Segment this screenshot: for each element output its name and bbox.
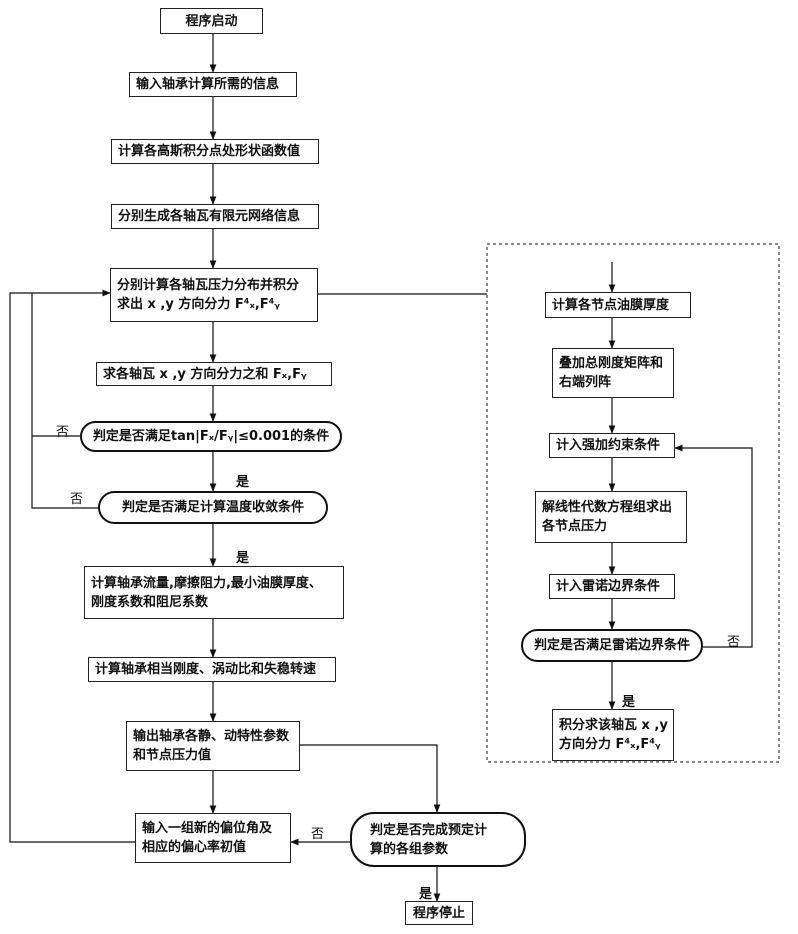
flow-calc-line2: 刚度系数和阻尼系数 (91, 594, 209, 610)
no-label-temp: 否 (70, 492, 84, 507)
sub-constraint-box: 计入强加约束条件 (549, 433, 675, 458)
stop-label: 程序停止 (412, 905, 465, 921)
pressure-line1: 分别计算各轴瓦压力分布并积分 (117, 278, 300, 293)
flow-calc-line1: 计算轴承流量,摩擦阻力,最小油膜厚度、 (91, 575, 322, 591)
judge-tan-node: 判定是否满足tan|Fₓ/Fᵧ|≤0.001的条件 (80, 421, 342, 452)
new-input-line2: 相应的偏心率初值 (142, 840, 247, 855)
no-label-reynolds: 否 (727, 635, 741, 650)
yes-label-done: 是 (419, 887, 433, 902)
sum-forces-box: 求各轴瓦 x ,y 方向分力之和 Fₓ,Fᵧ (96, 362, 332, 386)
shape-function-box: 计算各高斯积分点处形状函数值 (111, 139, 319, 164)
judge-done-line1: 判定是否完成预定计 (370, 822, 488, 838)
mesh-box: 分别生成各轴瓦有限元网络信息 (111, 204, 319, 229)
sub-integrate-box: 积分求该轴瓦 x ,y 方向分力 F⁴ₓ,F⁴ᵧ (552, 709, 674, 761)
sub-reynolds-label: 计入雷诺边界条件 (556, 579, 661, 594)
sub-judge-reynolds-label: 判定是否满足雷诺边界条件 (533, 638, 690, 653)
start-label: 程序启动 (185, 13, 238, 29)
sub-film-box: 计算各节点油膜厚度 (545, 292, 691, 318)
sub-solve-box: 解线性代数方程组求出 各节点压力 (535, 491, 687, 543)
pressure-distribution-box: 分别计算各轴瓦压力分布并积分 求出 x ,y 方向分力 F⁴ₓ,F⁴ᵧ (110, 268, 318, 322)
yes-label-temp: 是 (236, 551, 250, 566)
output-line1: 输出轴承各静、动特性参数 (133, 729, 290, 744)
subroutine-frame (486, 243, 780, 763)
sub-assemble-line1: 叠加总刚度矩阵和 (559, 356, 664, 371)
sub-solve-line2: 各节点压力 (542, 519, 608, 534)
judge-temp-node: 判定是否满足计算温度收敛条件 (98, 491, 328, 524)
output-line2: 和节点压力值 (133, 748, 212, 763)
start-node: 程序启动 (160, 8, 263, 34)
sub-film-label: 计算各节点油膜厚度 (552, 297, 670, 313)
new-input-line1: 输入一组新的偏位角及 (142, 821, 273, 836)
sum-forces-label: 求各轴瓦 x ,y 方向分力之和 Fₓ,Fᵧ (103, 366, 307, 382)
stiffness-box: 计算轴承相当刚度、涡动比和失稳转速 (88, 657, 336, 682)
mesh-label: 分别生成各轴瓦有限元网络信息 (118, 209, 301, 224)
sub-solve-line1: 解线性代数方程组求出 (542, 500, 673, 515)
judge-tan-label: 判定是否满足tan|Fₓ/Fᵧ|≤0.001的条件 (92, 429, 330, 444)
sub-integrate-line1: 积分求该轴瓦 x ,y (559, 718, 668, 733)
judge-done-line2: 算的各组参数 (370, 841, 449, 857)
yes-label-tan: 是 (236, 475, 250, 490)
loop-newinput-to-pressure (9, 289, 135, 843)
sub-integrate-line2: 方向分力 F⁴ₓ,F⁴ᵧ (559, 737, 661, 752)
new-input-box: 输入一组新的偏位角及 相应的偏心率初值 (135, 813, 291, 863)
sub-constraint-label: 计入强加约束条件 (556, 438, 661, 453)
sub-reynolds-box: 计入雷诺边界条件 (549, 574, 675, 599)
loop-temp-no (31, 436, 98, 509)
shape-function-label: 计算各高斯积分点处形状函数值 (118, 144, 301, 159)
yes-label-reynolds: 是 (622, 695, 636, 710)
sub-assemble-line2: 右端列阵 (559, 375, 612, 390)
input-info-label: 输入轴承计算所需的信息 (136, 77, 280, 92)
stiffness-label: 计算轴承相当刚度、涡动比和失稳转速 (95, 662, 317, 677)
no-label-done: 否 (311, 827, 325, 842)
sub-loop-judge-no (674, 444, 753, 648)
judge-done-node: 判定是否完成预定计 算的各组参数 (350, 812, 526, 867)
input-info-box: 输入轴承计算所需的信息 (129, 72, 297, 97)
judge-temp-label: 判定是否满足计算温度收敛条件 (121, 500, 304, 515)
flow-calc-box: 计算轴承流量,摩擦阻力,最小油膜厚度、 刚度系数和阻尼系数 (84, 566, 344, 619)
arrow-output-to-judgedone (300, 744, 441, 813)
stop-node: 程序停止 (405, 901, 473, 925)
output-params-box: 输出轴承各静、动特性参数 和节点压力值 (126, 721, 300, 771)
sub-judge-reynolds-node: 判定是否满足雷诺边界条件 (521, 629, 703, 662)
no-label-tan: 否 (56, 425, 70, 440)
sub-assemble-box: 叠加总刚度矩阵和 右端列阵 (552, 348, 674, 398)
pressure-line2: 求出 x ,y 方向分力 F⁴ₓ,F⁴ᵧ (117, 297, 280, 312)
